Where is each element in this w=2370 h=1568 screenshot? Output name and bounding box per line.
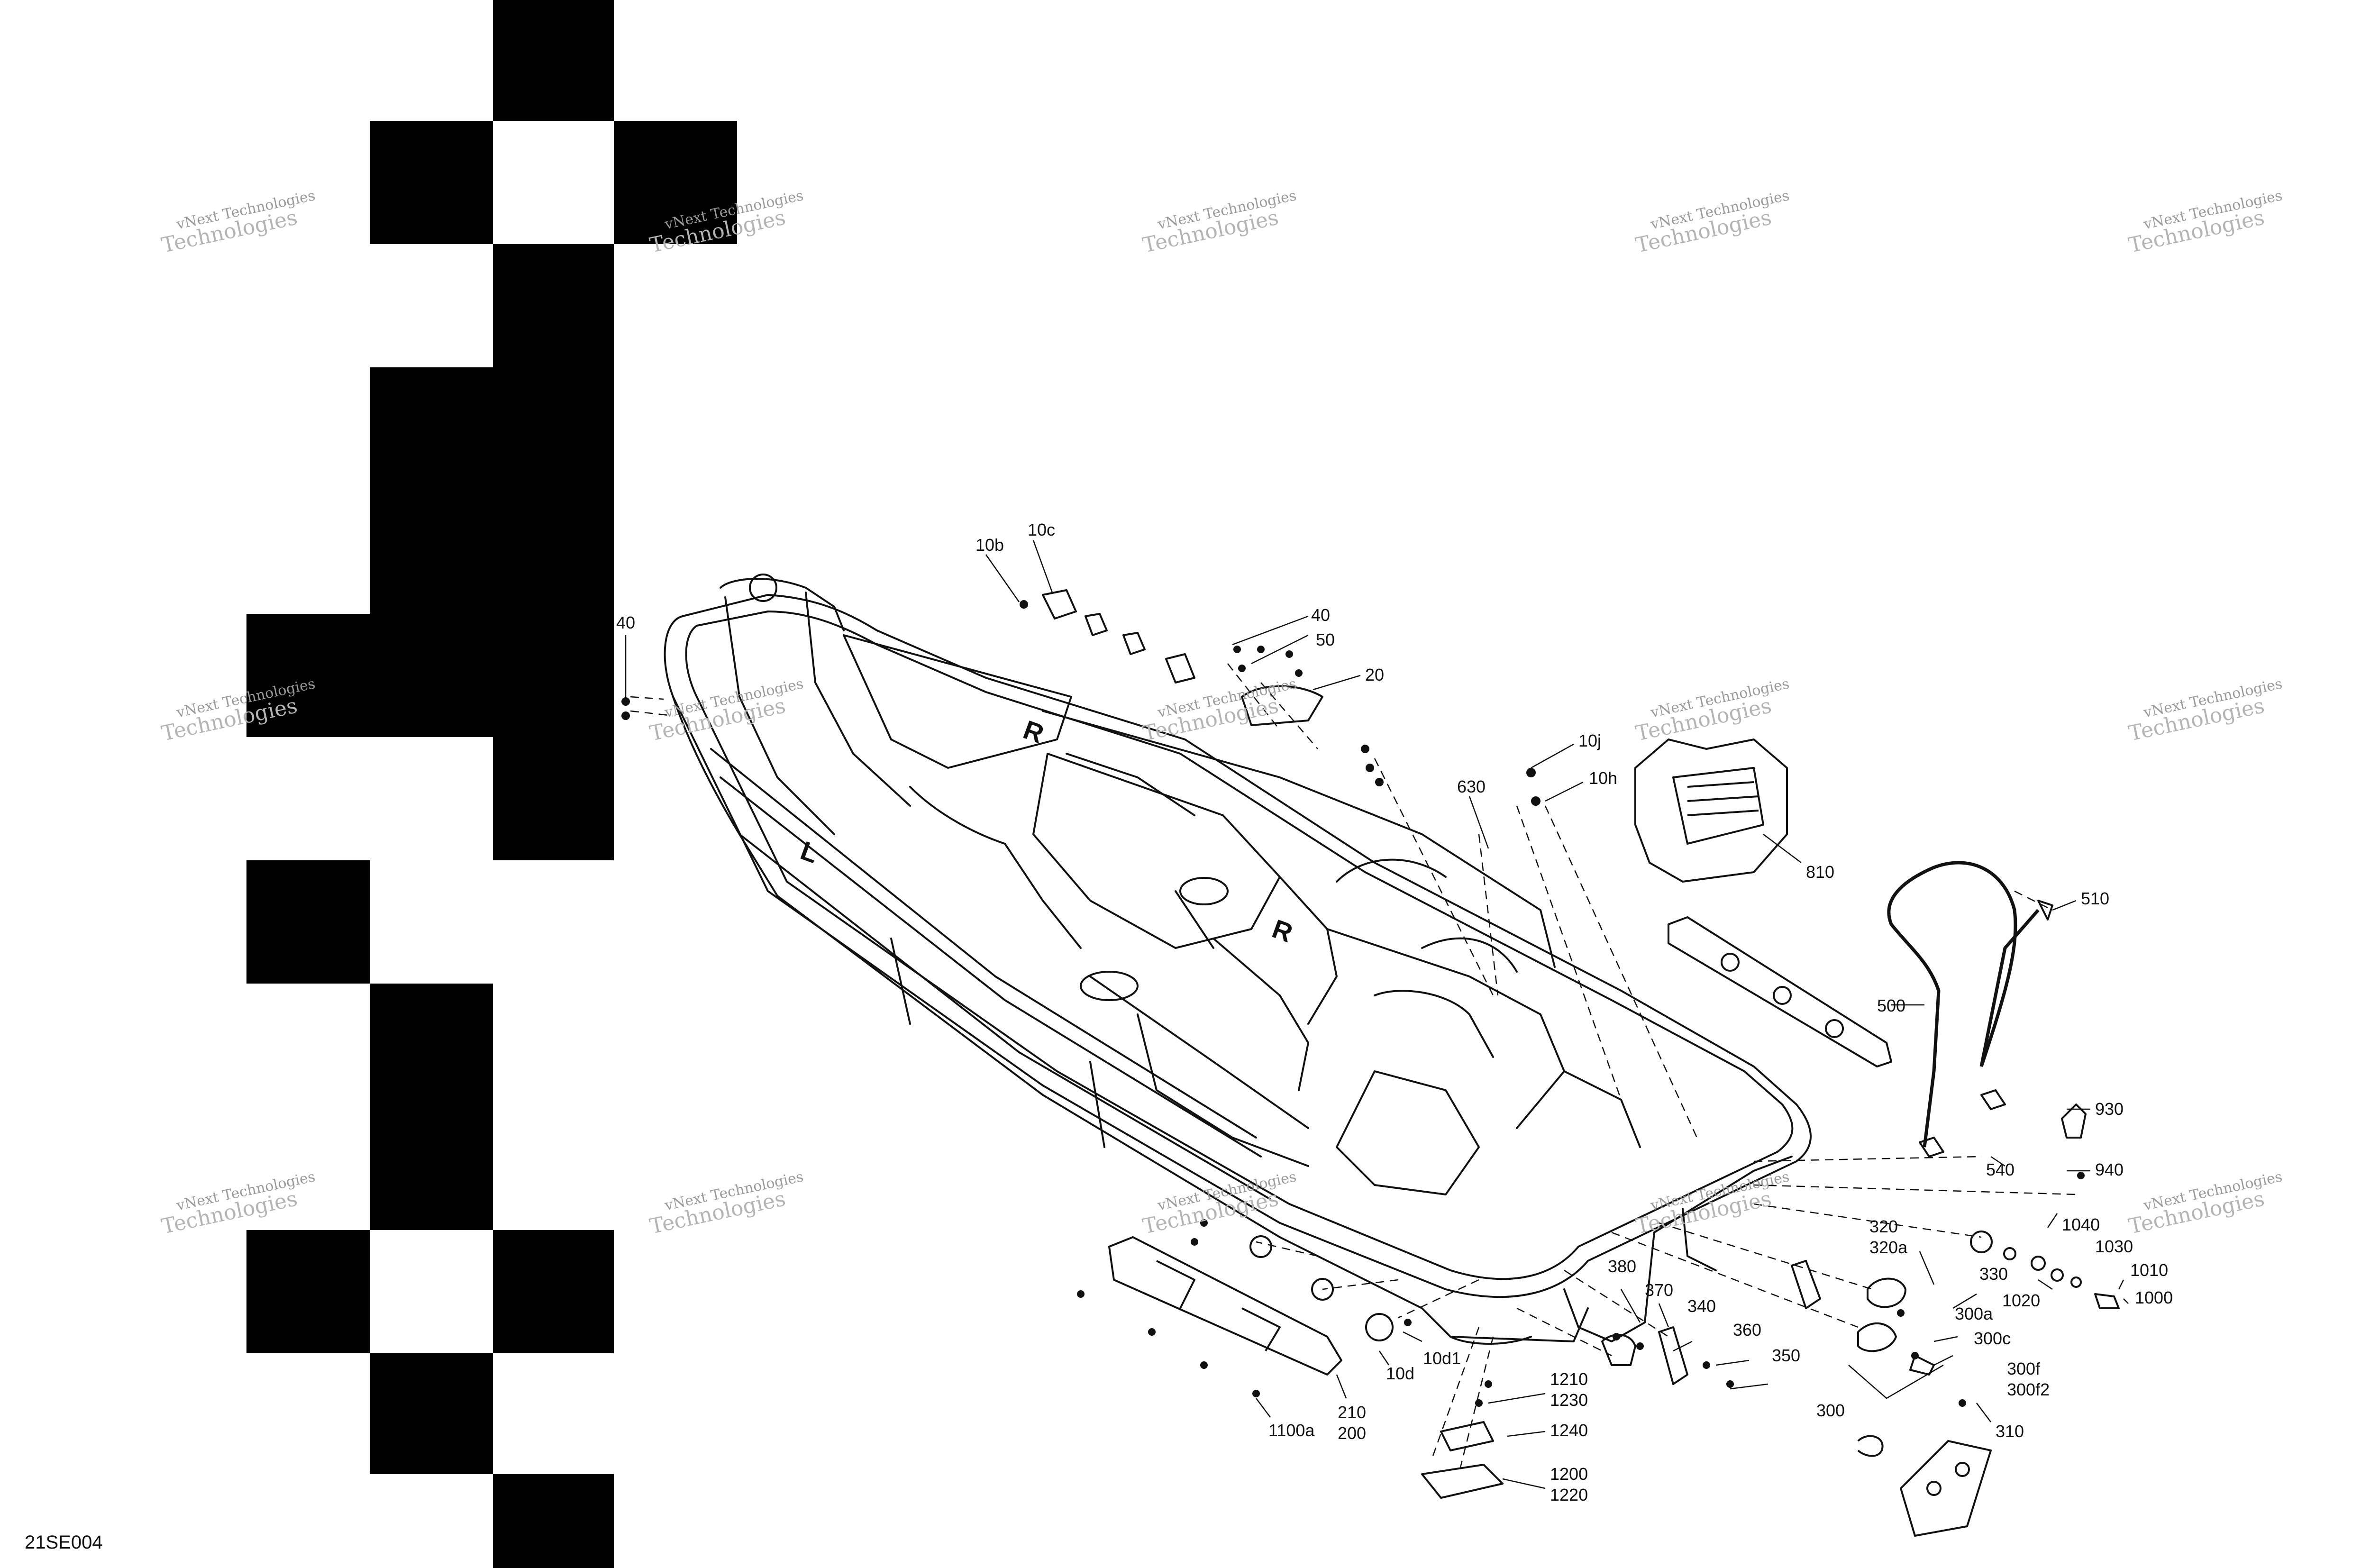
callout-930: 930 <box>2095 1099 2124 1119</box>
part-1240 <box>1440 1421 1494 1451</box>
callout-300: 300 <box>1816 1401 1845 1420</box>
callout-810: 810 <box>1806 862 1835 882</box>
callout-40-left: 40 <box>616 613 636 632</box>
drawing-code: 21SE004 <box>25 1532 103 1553</box>
fasteners <box>621 600 2085 1407</box>
step-part <box>1900 1440 1992 1537</box>
callout-300f2: 300f2 <box>2007 1380 2050 1399</box>
parts <box>1042 589 2120 1537</box>
callout-500: 500 <box>1877 996 1906 1015</box>
callout-510: 510 <box>2081 889 2110 908</box>
callout-340: 340 <box>1687 1296 1716 1316</box>
callout-310: 310 <box>1996 1422 2024 1441</box>
part-930 <box>2061 1103 2087 1139</box>
callout-200: 200 <box>1338 1423 1367 1443</box>
hose-part-510 <box>1979 909 2040 1067</box>
part-1200 <box>1421 1464 1504 1499</box>
part-320 <box>1867 1277 1906 1308</box>
callout-540: 540 <box>1986 1160 2015 1179</box>
callout-210: 210 <box>1338 1403 1367 1422</box>
side-molding-part-200 <box>1108 1236 1342 1376</box>
part-370 <box>1601 1334 1636 1366</box>
bracket-part-540 <box>1980 1089 2006 1110</box>
callout-380: 380 <box>1608 1257 1637 1276</box>
part-340 <box>1658 1326 1688 1385</box>
callout-1100a: 1100a <box>1268 1421 1315 1440</box>
hull-letter-r-rear: R <box>1268 913 1297 948</box>
part-10d <box>1365 1313 1394 1341</box>
part-300 <box>1857 1322 1897 1352</box>
callout-1030: 1030 <box>2095 1237 2133 1256</box>
part-1000 <box>2094 1293 2120 1309</box>
callout-370: 370 <box>1645 1280 1674 1300</box>
callout-350: 350 <box>1772 1346 1801 1365</box>
callout-50: 50 <box>1316 630 1335 649</box>
callout-320: 320 <box>1869 1217 1898 1236</box>
leader-lines <box>625 540 2129 1489</box>
callout-1230: 1230 <box>1550 1390 1588 1410</box>
callout-1220: 1220 <box>1550 1485 1588 1504</box>
callout-10c: 10c <box>1028 520 1056 539</box>
callout-1040: 1040 <box>2062 1215 2100 1234</box>
clip-parts-10c <box>1042 589 1195 684</box>
callout-300f: 300f <box>2007 1359 2041 1378</box>
callout-20: 20 <box>1365 665 1385 684</box>
callout-40: 40 <box>1311 605 1331 625</box>
callout-1000: 1000 <box>2135 1288 2173 1307</box>
callout-630: 630 <box>1457 777 1486 796</box>
callout-1240: 1240 <box>1550 1421 1588 1440</box>
callout-1010: 1010 <box>2130 1260 2169 1280</box>
callout-1020: 1020 <box>2002 1291 2041 1310</box>
hull-drawing <box>664 574 1812 1345</box>
callout-1200: 1200 <box>1550 1464 1588 1484</box>
storage-bin-part-810 <box>1634 738 1788 883</box>
grab-handle-part-20 <box>1241 685 1323 726</box>
callout-360: 360 <box>1733 1320 1762 1340</box>
callout-330: 330 <box>1979 1264 2008 1284</box>
callout-10b: 10b <box>975 535 1004 555</box>
part-1020 <box>1970 1231 1993 1253</box>
callout-10j: 10j <box>1578 731 1602 750</box>
side-rail-part <box>1668 916 1892 1067</box>
hose-part-500 <box>1887 861 2017 1148</box>
callout-10h: 10h <box>1589 768 1618 788</box>
callout-940: 940 <box>2095 1160 2124 1179</box>
callout-10d: 10d <box>1386 1364 1415 1383</box>
callout-320a: 320a <box>1869 1238 1908 1257</box>
callout-300a: 300a <box>1955 1304 1993 1323</box>
callout-1210: 1210 <box>1550 1369 1588 1389</box>
callout-300c: 300c <box>1974 1329 2011 1348</box>
pixel-block-graphic <box>246 0 737 1568</box>
callout-10d1: 10d1 <box>1423 1349 1461 1368</box>
